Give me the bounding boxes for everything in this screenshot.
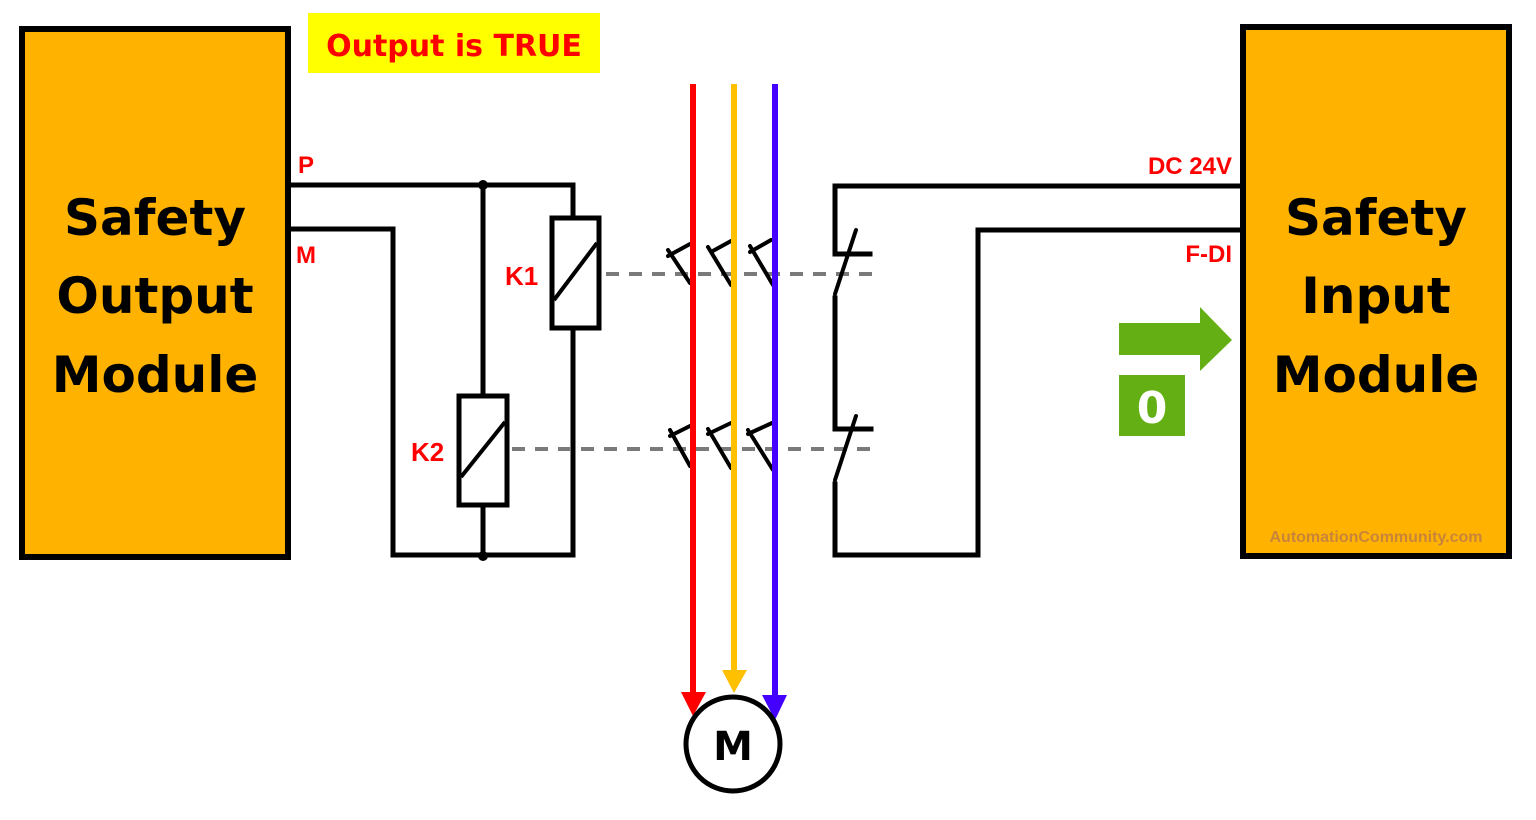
feedback-circuit — [832, 183, 1244, 558]
main-contacts-k1 — [666, 238, 775, 287]
contactor-coil-k2: K2 — [411, 393, 510, 508]
signal-value: 0 — [1137, 383, 1168, 434]
main-contact-k1-l1 — [666, 242, 692, 285]
safety-input-module-box — [1240, 24, 1512, 559]
wire-fdi-return — [832, 227, 1244, 558]
wire-m-rail — [288, 226, 576, 558]
coil-k1-label: K1 — [505, 261, 538, 291]
signal-value-badge — [1119, 375, 1185, 436]
safety-output-module-title-line-2: Output — [56, 267, 253, 325]
contactor-coil-k1: K1 — [505, 215, 602, 331]
status-banner-text: Output is TRUE — [326, 29, 582, 64]
junction-dot-top — [478, 180, 488, 190]
phase-lines — [681, 84, 787, 720]
terminal-label-m: M — [296, 242, 316, 269]
safety-output-module-box — [19, 26, 291, 560]
watermark: AutomationCommunity.com — [1269, 529, 1482, 546]
main-contact-k1-l3 — [748, 238, 775, 287]
safety-input-module-title-line-3: Module — [1273, 346, 1480, 404]
motor: M — [683, 694, 783, 794]
motor-symbol — [683, 694, 783, 794]
junction-dot-bottom — [478, 551, 488, 561]
phase-arrow-l1 — [681, 692, 706, 716]
input-signal-indicator: 0 — [1119, 307, 1232, 436]
main-contact-k2-l3 — [746, 421, 775, 472]
motor-label: M — [713, 724, 753, 770]
phase-arrow-l2 — [722, 670, 747, 693]
safety-input-module-title-line-2: Input — [1301, 267, 1451, 325]
terminal-label-p: P — [298, 152, 314, 179]
status-banner-background — [308, 13, 600, 73]
wire-between-contacts — [832, 295, 874, 432]
main-contact-k1-l2 — [706, 239, 733, 287]
nc-contact-k2 — [833, 414, 858, 482]
terminal-label-fdi: F-DI — [1185, 241, 1232, 268]
main-contacts-k2 — [668, 421, 775, 472]
safety-input-module: Safety Input Module AutomationCommunity.… — [1240, 24, 1512, 559]
status-banner: Output is TRUE — [308, 13, 600, 73]
terminal-label-dc24v: DC 24V — [1148, 153, 1232, 180]
phase-arrow-l3 — [762, 695, 787, 720]
safety-output-module-title-line-1: Safety — [64, 189, 246, 247]
main-contact-k2-l2 — [706, 421, 733, 470]
safety-output-module: Safety Output Module — [19, 26, 291, 560]
coil-k1-slash — [552, 241, 599, 302]
coil-k2-slash — [459, 420, 507, 479]
coil-k2-label: K2 — [411, 437, 444, 467]
wire-dc24v — [832, 183, 1244, 257]
main-contact-k2-l1 — [668, 424, 692, 468]
safety-output-module-title-line-3: Module — [52, 346, 259, 404]
safety-input-module-title-line-1: Safety — [1285, 189, 1467, 247]
wire-p-rail — [288, 182, 576, 221]
coil-circuit-wiring — [288, 180, 576, 561]
nc-contact-k1 — [833, 228, 858, 296]
arrow-right-icon — [1119, 307, 1232, 371]
